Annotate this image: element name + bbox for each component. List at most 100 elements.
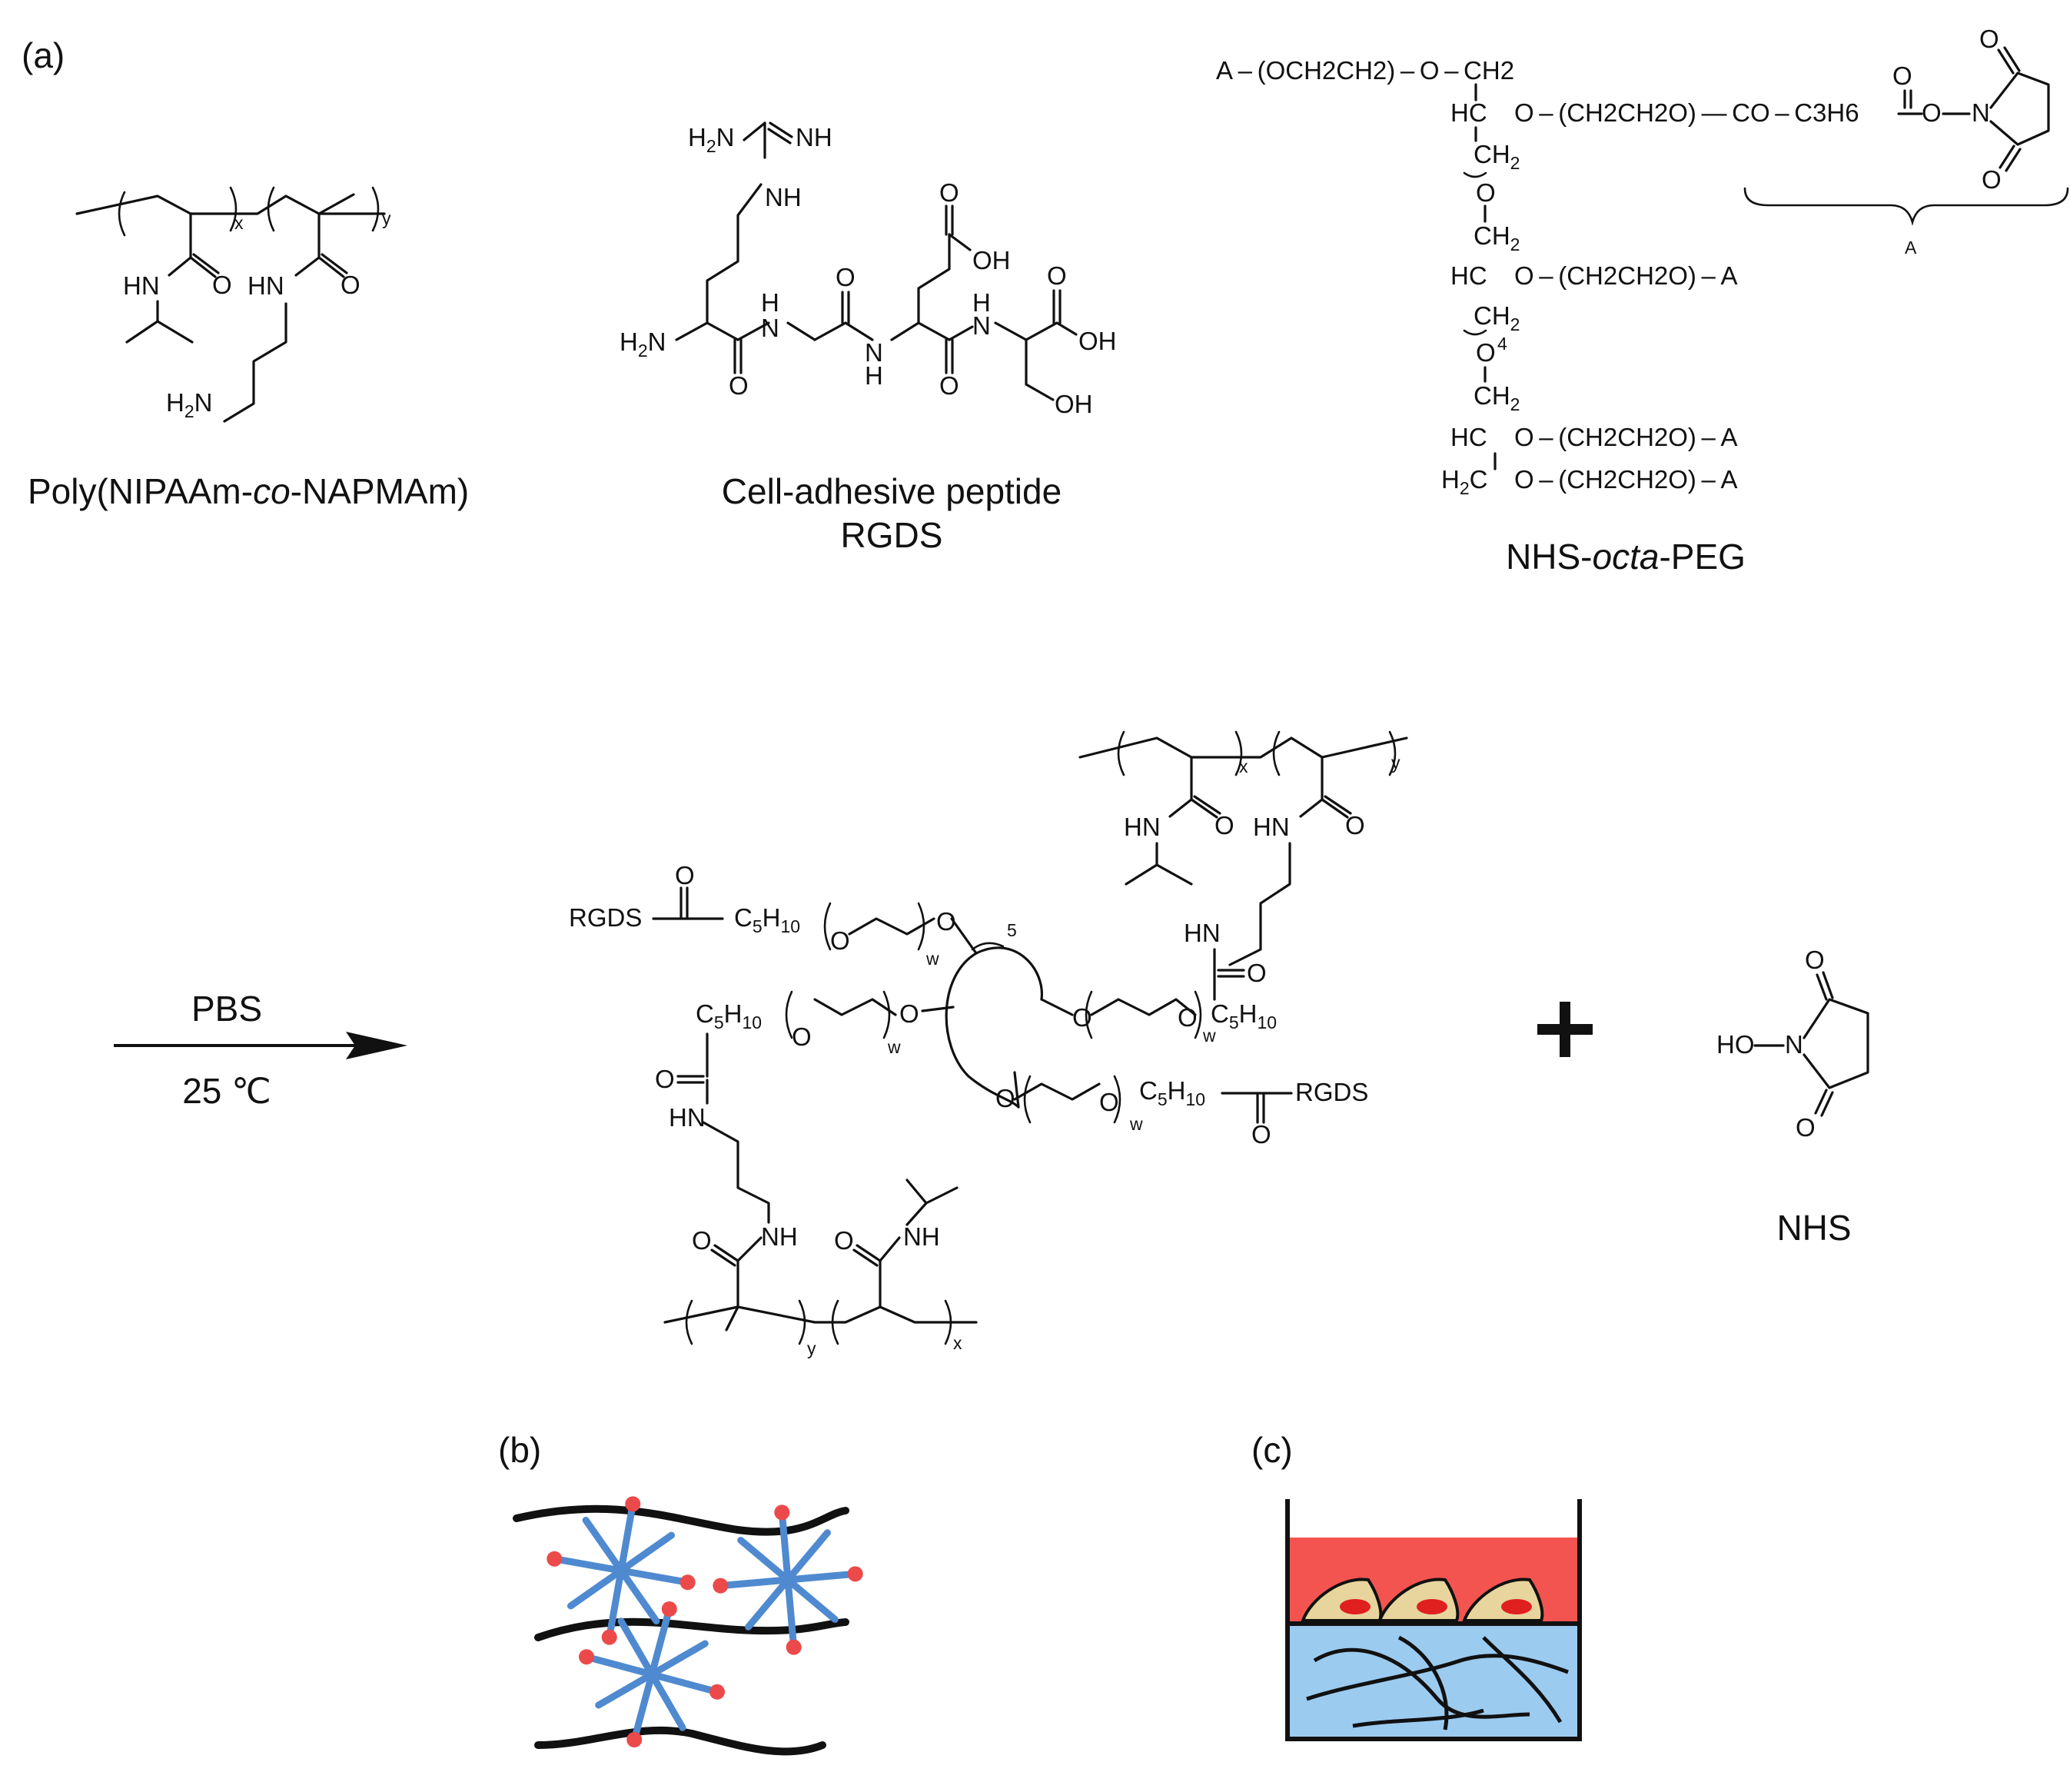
repeat-x-label: x	[953, 1333, 962, 1353]
peg-arm-text-1: O – (CH2CH2O) – A	[1514, 261, 1738, 290]
atom-o: O	[1247, 959, 1267, 987]
atom-o: O	[1072, 1003, 1092, 1032]
c5h10-label-left: C5H10	[696, 999, 762, 1032]
atom-o: O	[729, 371, 749, 400]
arrow-head-icon	[346, 1032, 407, 1059]
peg-arm	[784, 1571, 853, 1584]
sub-10: 10	[1257, 1012, 1277, 1032]
peg-caption-suffix: -PEG	[1659, 537, 1745, 577]
peg-arm	[779, 1514, 792, 1584]
atom-h2n: H2N	[166, 388, 212, 421]
peg-arm	[784, 1576, 839, 1623]
reaction-reagent: PBS	[191, 989, 262, 1029]
atom-oh: OH	[972, 246, 1011, 274]
sub-2: 2	[1510, 234, 1520, 254]
polymer-chain-middle	[534, 1617, 849, 1641]
sub-5: 5	[753, 916, 763, 936]
atom-o: O	[995, 1084, 1015, 1112]
rgds-end-group	[601, 1629, 617, 1645]
peg-ch2-4: CH2	[1474, 381, 1520, 414]
gel-fiber	[1306, 1654, 1569, 1701]
adherent-cell	[1377, 1578, 1460, 1622]
rgds-end-group	[679, 1574, 696, 1591]
atom-nh: NH	[765, 183, 802, 211]
atom-o: O	[1892, 62, 1912, 90]
atom-h: H	[865, 361, 883, 390]
atom-o: O	[1345, 811, 1365, 839]
atom-h: H	[972, 288, 991, 317]
peg-arm	[617, 1506, 636, 1574]
atom-h: H	[761, 288, 779, 317]
atom-hn: HN	[669, 1103, 706, 1132]
peg-arm	[617, 1567, 660, 1625]
gel-fiber	[1397, 1635, 1449, 1730]
peg-arm-text-2: O – (CH2CH2O) – A	[1514, 423, 1738, 451]
polymer-structure: x y O HN O HN H2N	[75, 186, 391, 423]
polymer-name-suffix: -NAPMAm)	[291, 471, 470, 511]
peg-star-2	[713, 1504, 863, 1655]
atom-oh: OH	[1055, 390, 1093, 418]
peg-arm	[632, 1671, 656, 1737]
peg-arm	[723, 1576, 792, 1589]
rgds-end-group	[709, 1684, 726, 1700]
atom-oh: OH	[1078, 327, 1117, 355]
sub-2: 2	[706, 136, 716, 156]
atom-o: O	[1979, 25, 1999, 53]
adherent-cell	[1301, 1578, 1383, 1622]
hydrogel-network-schematic	[513, 1496, 863, 1756]
atom-o: O	[899, 999, 919, 1028]
peg-ch2-3: CH2	[1474, 301, 1520, 334]
rgds-end-group	[786, 1639, 802, 1655]
repeat-w-label: w	[887, 1037, 901, 1057]
nhs-caption: NHS	[1776, 1208, 1851, 1248]
peptide-caption-line2: RGDS	[841, 515, 943, 555]
atom-n: N	[972, 311, 991, 340]
peg-arm	[745, 1576, 792, 1631]
repeat-y-label: y	[382, 208, 391, 228]
peg-caption-prefix: NHS-	[1506, 537, 1592, 577]
c-letter: C	[1470, 465, 1488, 494]
repeat-4-label: 4	[1497, 334, 1507, 354]
peg-hc-3: HC	[1450, 423, 1487, 451]
polymer-chain-bottom	[534, 1726, 826, 1756]
cell-nucleus	[1340, 1599, 1371, 1614]
atom-o: O	[692, 1226, 712, 1255]
peg-arm	[567, 1567, 625, 1610]
atom-o: O	[939, 178, 959, 207]
atom-nh: NH	[761, 1222, 798, 1251]
product-network-structure: x y O HN O HN HN O C5H10 RGDS O C5H10 O	[569, 730, 1408, 1358]
peg-caption-italic: octa	[1593, 537, 1660, 577]
peg-star-1	[547, 1496, 696, 1645]
gel-fiber	[1482, 1636, 1563, 1724]
peg-arm	[617, 1531, 676, 1574]
sub-10: 10	[742, 1012, 762, 1032]
sub-2: 2	[1510, 314, 1520, 334]
atom-o: O	[1922, 98, 1942, 127]
reaction-arrow: PBS 25 ℃	[114, 989, 407, 1111]
rgds-end-group	[713, 1578, 729, 1594]
repeat-x-label: x	[1239, 756, 1248, 776]
h-letter: H	[724, 999, 743, 1028]
repeat-w-label: w	[1202, 1026, 1216, 1046]
peg-arm	[648, 1611, 672, 1678]
cell-nucleus	[1501, 1599, 1532, 1614]
atom-o: O	[1214, 811, 1234, 839]
gel-fiber	[1352, 1708, 1484, 1728]
peg-arm-text-3: O – (CH2CH2O) – A	[1514, 465, 1738, 494]
peg-caption: NHS-octa-PEG	[1506, 537, 1746, 577]
atom-o: O	[939, 371, 959, 400]
atom-o: O	[341, 271, 361, 299]
sub-10: 10	[780, 916, 800, 936]
h-letter: H	[1239, 999, 1258, 1028]
peg-arm	[784, 1529, 831, 1584]
atom-nh: NH	[903, 1222, 940, 1251]
rgds-label-left: RGDS	[569, 903, 642, 932]
n-letter: N	[194, 388, 213, 417]
atom-o: O	[834, 1226, 854, 1255]
polymer-name-italic: co	[253, 471, 291, 511]
atom-o: O	[655, 1065, 675, 1093]
atom-o: O	[830, 926, 850, 955]
atom-o: O	[1099, 1088, 1119, 1116]
peg-ester-text: O – (CH2CH2O) — CO – C3H6	[1514, 98, 1859, 127]
peg-arm	[595, 1671, 656, 1709]
